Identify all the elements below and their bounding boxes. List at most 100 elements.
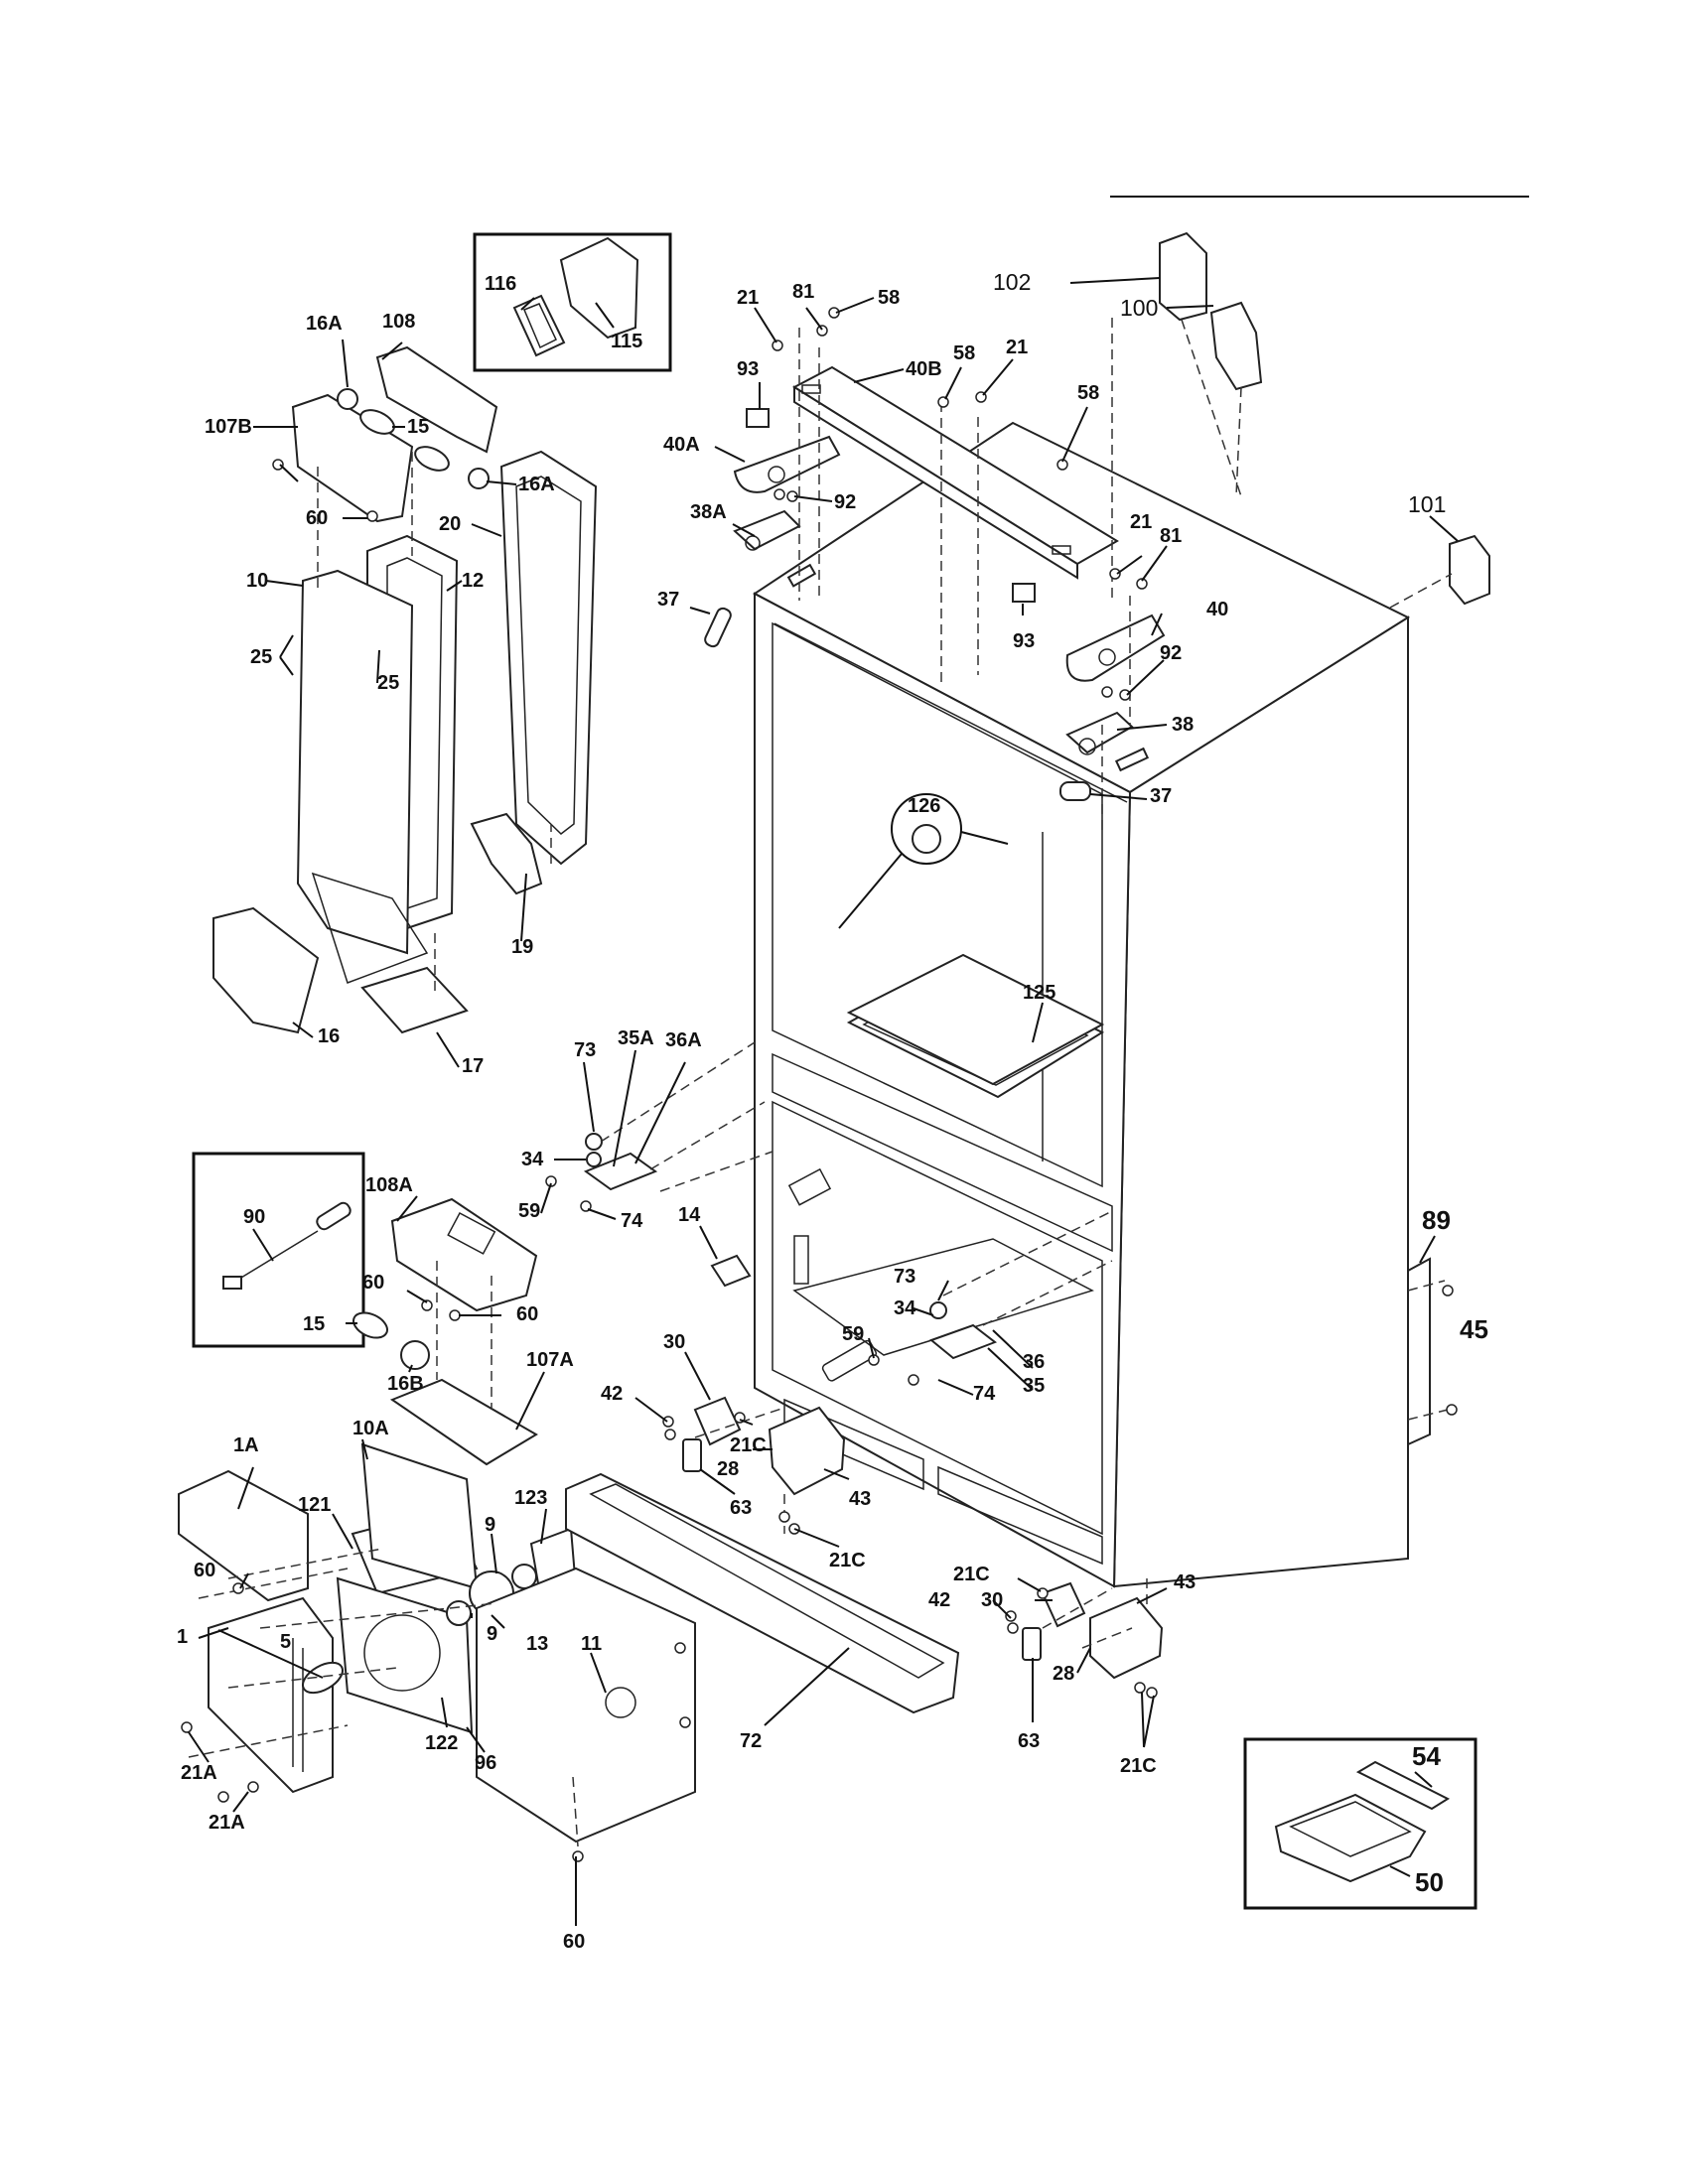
label-73-a: 73	[574, 1039, 596, 1061]
part-102	[1159, 231, 1207, 322]
label-116: 116	[485, 273, 516, 295]
guide-lines	[188, 318, 1453, 1847]
label-9-a: 9	[485, 1514, 495, 1536]
label-11: 11	[581, 1633, 602, 1655]
label-107B: 107B	[205, 416, 252, 438]
label-25-a: 25	[250, 646, 272, 668]
light-housing-108A	[390, 1197, 538, 1312]
label-1: 1	[177, 1626, 188, 1648]
label-13: 13	[526, 1633, 548, 1655]
duct-base-16	[212, 906, 320, 1034]
label-15-b: 15	[303, 1313, 325, 1335]
label-101: 101	[1408, 491, 1446, 517]
label-58-b: 58	[953, 342, 975, 364]
label-40A: 40A	[663, 434, 700, 456]
label-36A: 36A	[665, 1029, 702, 1051]
top-hinge-bar-40B	[791, 365, 1119, 580]
label-58-a: 58	[878, 287, 900, 309]
label-60-e: 60	[563, 1931, 585, 1953]
label-60-c: 60	[516, 1303, 538, 1325]
label-121: 121	[298, 1494, 331, 1516]
bracket-19	[470, 812, 543, 895]
label-16A-a: 16A	[306, 313, 343, 335]
label-16A-b: 16A	[518, 474, 555, 495]
label-25-b: 25	[377, 672, 399, 694]
label-37-a: 37	[657, 589, 679, 611]
labels: 102 100 101 116 115 108 16A 107B 15 16A …	[177, 269, 1488, 1953]
label-59-b: 59	[842, 1323, 864, 1345]
leveler-63b	[1022, 1627, 1042, 1661]
label-21A-a: 21A	[181, 1762, 217, 1784]
label-43-b: 43	[1174, 1571, 1196, 1593]
label-35A: 35A	[618, 1027, 654, 1049]
screws	[181, 307, 1458, 1862]
part-116	[512, 294, 566, 357]
label-63-b: 63	[1018, 1730, 1040, 1752]
label-34-a: 34	[521, 1149, 544, 1170]
label-73-b: 73	[894, 1266, 915, 1288]
label-92-b: 92	[1160, 642, 1182, 664]
label-10A: 10A	[352, 1418, 389, 1439]
bulb-15a	[359, 409, 395, 435]
label-74-b: 74	[973, 1383, 996, 1405]
part-101	[1449, 534, 1490, 606]
label-17: 17	[462, 1055, 484, 1077]
label-58-c: 58	[1077, 382, 1099, 404]
label-12: 12	[462, 570, 484, 592]
label-123: 123	[514, 1487, 547, 1509]
label-19: 19	[511, 936, 533, 958]
label-14: 14	[678, 1204, 701, 1226]
duct-20	[499, 450, 598, 866]
label-43-a: 43	[849, 1488, 871, 1510]
label-108A: 108A	[365, 1174, 413, 1196]
label-21-b: 21	[1006, 337, 1028, 358]
label-16B: 16B	[387, 1373, 424, 1395]
label-40B: 40B	[906, 358, 942, 380]
label-40: 40	[1206, 599, 1228, 620]
label-42-a: 42	[601, 1383, 623, 1405]
label-28-b: 28	[1053, 1663, 1074, 1685]
label-30-b: 30	[981, 1589, 1003, 1611]
grille-5	[208, 1596, 334, 1794]
socket-16Ab	[468, 468, 490, 489]
label-9-b: 9	[487, 1623, 497, 1645]
label-21-a: 21	[737, 287, 759, 309]
inset-116-115	[473, 232, 672, 372]
label-5: 5	[280, 1631, 291, 1653]
sensor-cord-90	[235, 1230, 319, 1282]
label-93-b: 93	[1013, 630, 1035, 652]
label-93-a: 93	[737, 358, 759, 380]
label-63-a: 63	[730, 1497, 752, 1519]
label-45: 45	[1460, 1314, 1488, 1344]
hinge-40A	[733, 435, 841, 493]
socket-16Aa	[337, 388, 358, 410]
label-59-a: 59	[518, 1200, 540, 1222]
label-81-a: 81	[792, 281, 814, 303]
label-108: 108	[382, 311, 415, 333]
leveler-63a	[682, 1438, 702, 1472]
label-126: 126	[908, 795, 940, 817]
cover-107B	[291, 393, 414, 523]
label-21-c: 21	[1130, 511, 1152, 533]
label-37-b: 37	[1150, 785, 1172, 807]
plug-37a	[704, 607, 732, 648]
label-102: 102	[993, 269, 1031, 295]
shelf-125	[846, 953, 1105, 1086]
inset-90	[192, 1152, 365, 1348]
label-42-b: 42	[928, 1589, 950, 1611]
hinge-28a	[768, 1406, 846, 1496]
label-10: 10	[246, 570, 268, 592]
shim-strip-b	[1114, 747, 1150, 772]
panel-89	[1407, 1257, 1431, 1446]
label-30-a: 30	[663, 1331, 685, 1353]
socket-16B	[400, 1340, 430, 1370]
bracket-30b	[1041, 1581, 1086, 1628]
part-100	[1209, 301, 1263, 391]
fan-shroud-122	[336, 1576, 474, 1734]
bulb-15c	[352, 1311, 388, 1339]
label-74-a: 74	[621, 1210, 643, 1232]
hinge-28b	[1089, 1596, 1164, 1680]
label-90: 90	[243, 1206, 265, 1228]
duct-1A	[178, 1469, 309, 1602]
